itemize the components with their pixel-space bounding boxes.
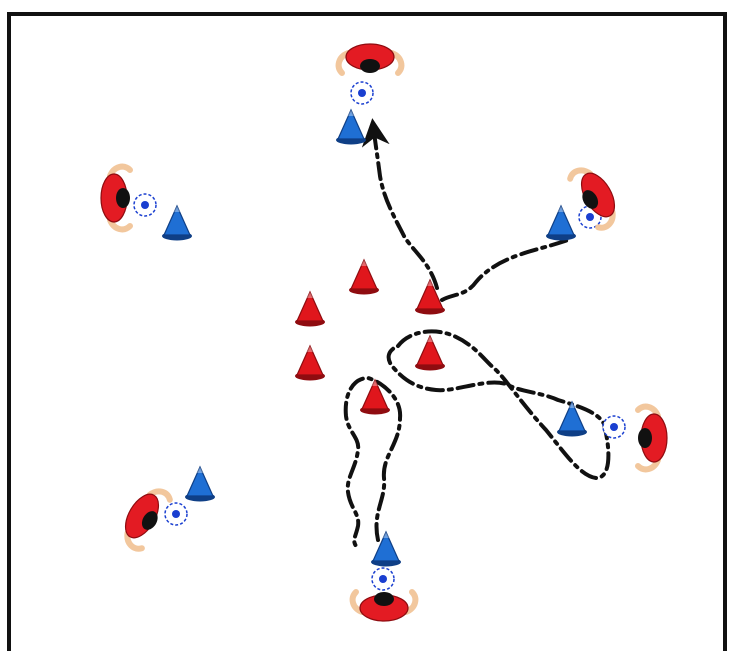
blue-cone-group	[162, 108, 587, 567]
ball-group	[133, 81, 626, 591]
path-south-dribble	[343, 376, 403, 548]
player-icon	[635, 403, 668, 473]
player-icon	[349, 589, 419, 622]
pitch-frame	[7, 12, 727, 651]
path-from-northeast	[440, 238, 570, 302]
ball-icon	[350, 81, 374, 105]
ball-icon	[164, 502, 188, 526]
blue-cone-icon	[162, 204, 192, 241]
path-to-north	[361, 118, 439, 290]
red-cone-group	[295, 258, 445, 415]
red-cone-icon	[360, 378, 390, 415]
player-icon	[100, 163, 133, 233]
red-cone-icon	[349, 258, 379, 295]
ball-icon	[371, 567, 395, 591]
player-icon	[124, 488, 173, 552]
blue-cone-icon	[546, 204, 576, 241]
blue-cone-icon	[336, 108, 366, 145]
player-group	[100, 43, 668, 622]
red-cone-icon	[415, 278, 445, 315]
red-cone-icon	[415, 334, 445, 371]
blue-cone-icon	[371, 530, 401, 567]
blue-cone-icon	[557, 400, 587, 437]
ball-icon	[602, 415, 626, 439]
blue-cone-icon	[185, 465, 215, 502]
player-icon	[567, 167, 616, 231]
red-cone-icon	[295, 290, 325, 327]
ball-icon	[133, 193, 157, 217]
red-cone-icon	[295, 344, 325, 381]
player-icon	[335, 43, 405, 76]
